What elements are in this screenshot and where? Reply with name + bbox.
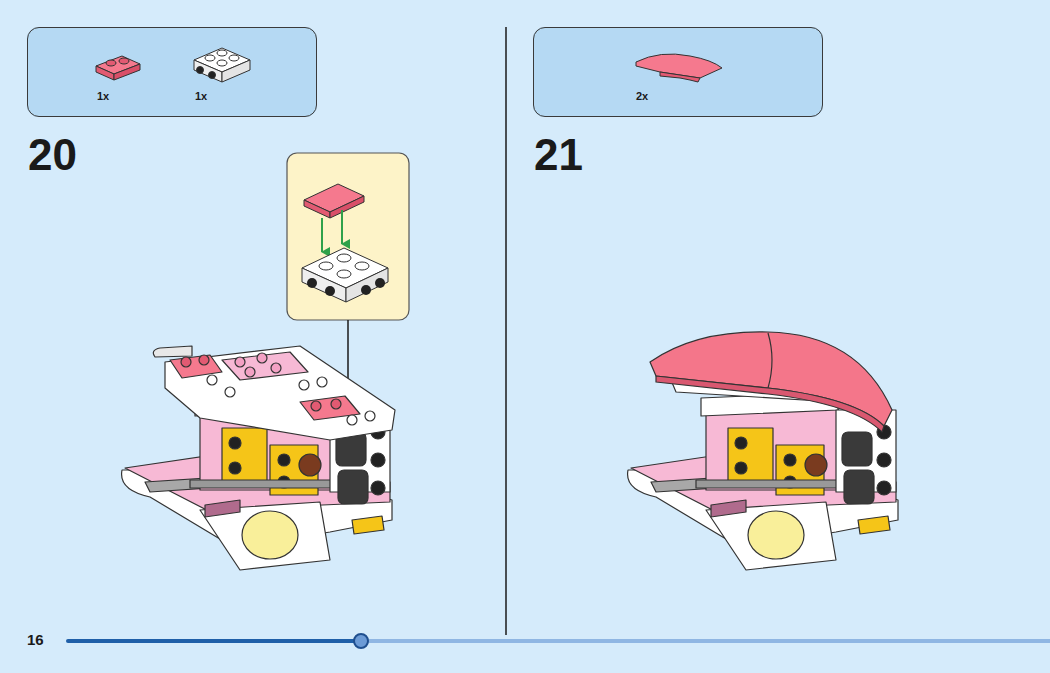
art-circle bbox=[209, 72, 216, 79]
art-circle bbox=[354, 634, 368, 648]
art-circle bbox=[317, 377, 327, 387]
art-circle bbox=[199, 355, 209, 365]
art-circle bbox=[361, 285, 371, 295]
art-path bbox=[96, 66, 114, 80]
part-quantity: 2x bbox=[636, 90, 648, 102]
step-divider bbox=[505, 27, 507, 635]
pink-plate-icon bbox=[96, 56, 140, 80]
art-path bbox=[330, 196, 364, 218]
art-path bbox=[165, 346, 395, 440]
art-line bbox=[321, 218, 323, 252]
art-rect bbox=[287, 153, 409, 320]
art-path bbox=[153, 346, 192, 357]
parts-panel: 1x 1x bbox=[27, 27, 317, 117]
art-circle bbox=[307, 278, 317, 288]
step-number: 20 bbox=[28, 133, 77, 177]
art-path bbox=[114, 64, 140, 80]
art-circle bbox=[257, 353, 267, 363]
art-use bbox=[628, 392, 898, 570]
parts-panel-ground bbox=[533, 27, 823, 117]
art-ellipse bbox=[217, 50, 227, 56]
art-path bbox=[768, 333, 772, 388]
art-line bbox=[341, 210, 343, 244]
art-circle bbox=[299, 380, 309, 390]
curved-slope-icon bbox=[636, 54, 722, 82]
art-circle bbox=[197, 67, 204, 74]
art-circle bbox=[365, 411, 375, 421]
parts-panel: 2x bbox=[533, 27, 823, 117]
art-circle bbox=[375, 278, 385, 288]
art-circle bbox=[181, 357, 191, 367]
art-ellipse bbox=[119, 58, 129, 64]
art-ellipse bbox=[337, 254, 351, 262]
parts-panel-ground bbox=[27, 27, 317, 117]
model-step-21 bbox=[628, 332, 898, 570]
model-step-20 bbox=[122, 346, 395, 570]
art-circle bbox=[207, 375, 217, 385]
art-path bbox=[656, 376, 884, 432]
callout-box bbox=[287, 153, 409, 320]
art-circle bbox=[245, 367, 255, 377]
art-line bbox=[68, 639, 1050, 643]
art-path bbox=[346, 268, 388, 302]
part-quantity: 1x bbox=[195, 90, 207, 102]
art-path bbox=[660, 72, 700, 82]
progress-bar bbox=[68, 634, 1050, 648]
art-ellipse bbox=[229, 55, 239, 61]
white-bracket-icon bbox=[194, 48, 250, 82]
art-circle bbox=[325, 286, 335, 296]
art-circle bbox=[225, 387, 235, 397]
art-ellipse bbox=[205, 55, 215, 61]
art-circle bbox=[311, 401, 321, 411]
part-quantity: 1x bbox=[97, 90, 109, 102]
art-ellipse bbox=[106, 60, 116, 66]
art-line bbox=[68, 639, 361, 643]
art-ellipse bbox=[337, 270, 351, 278]
step-number: 21 bbox=[534, 133, 583, 177]
art-ellipse bbox=[319, 262, 333, 270]
art-g bbox=[153, 346, 395, 440]
art-path bbox=[222, 352, 308, 380]
art-circle bbox=[347, 415, 357, 425]
art-path bbox=[170, 355, 222, 378]
art-circle bbox=[271, 363, 281, 373]
art-ellipse bbox=[355, 262, 369, 270]
art-ellipse bbox=[217, 60, 227, 66]
art-path bbox=[304, 200, 330, 218]
art-g bbox=[650, 332, 892, 432]
art-circle bbox=[331, 399, 341, 409]
page-number: 16 bbox=[27, 632, 44, 647]
art-circle bbox=[235, 357, 245, 367]
